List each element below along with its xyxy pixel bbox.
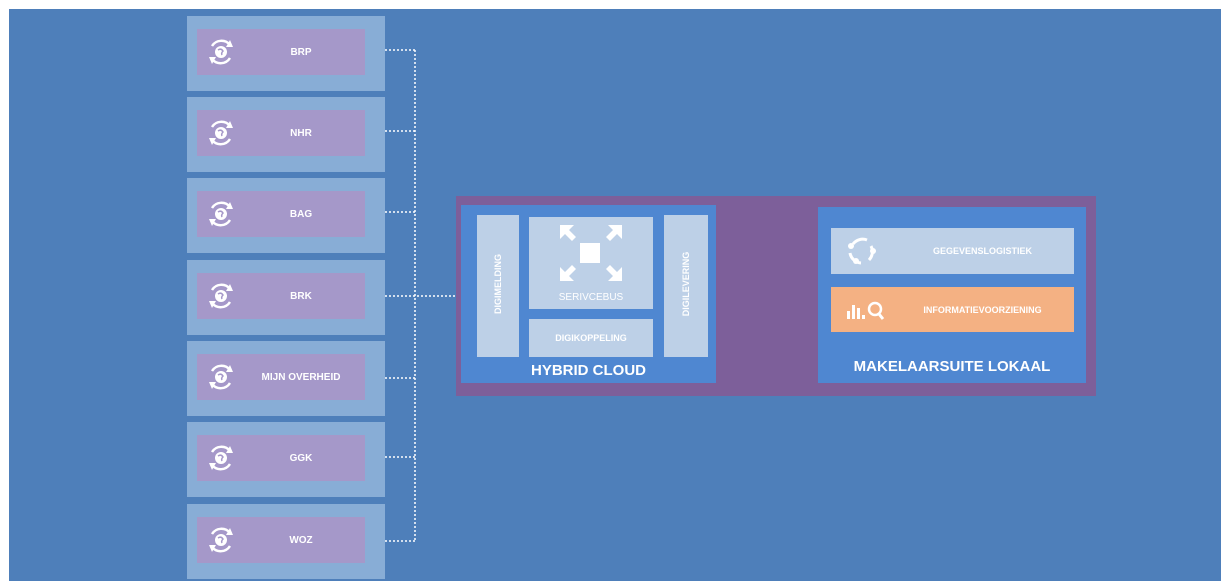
makelaarsuite-title: MAKELAARSUITE LOKAAL (853, 358, 1051, 375)
hybrid-cloud-panel: DIGIMELDING SERIVCEBUS DIGIKOPPELING DIG… (461, 205, 716, 383)
makelaarsuite-panel: GEGEVENSLOGISTIEK INFORMATIEVOORZIENING … (818, 207, 1086, 383)
registry-box-brp: BRP (187, 16, 385, 91)
registry-inner: WOZ (197, 517, 365, 563)
registry-label: MIJN OVERHEID (261, 371, 341, 383)
registry-inner: BRK (197, 273, 365, 319)
refresh-globe-icon (205, 524, 237, 556)
refresh-globe-icon (205, 117, 237, 149)
refresh-globe-icon (205, 442, 237, 474)
gegevenslogistiek-bar: GEGEVENSLOGISTIEK (831, 228, 1074, 274)
hybrid-cloud-title: HYBRID CLOUD (531, 362, 646, 379)
servicebus-label: SERIVCEBUS (558, 292, 624, 303)
registry-inner: NHR (197, 110, 365, 156)
refresh-globe-icon (205, 280, 237, 312)
registry-label: BRK (290, 290, 312, 302)
chart-search-icon (847, 301, 885, 320)
registry-box-woz: WOZ (187, 504, 385, 579)
registry-box-brk: BRK (187, 260, 385, 335)
registry-label: NHR (290, 127, 312, 139)
cycle-icon (848, 237, 876, 265)
registry-label: BRP (290, 46, 312, 58)
registry-box-bag: BAG (187, 178, 385, 253)
expand-arrows-icon (560, 225, 622, 281)
informatievoorziening-bar: INFORMATIEVOORZIENING (831, 287, 1074, 332)
servicebus-block: SERIVCEBUS (529, 217, 653, 309)
registry-box-mijn-overheid: MIJN OVERHEID (187, 341, 385, 416)
registry-box-nhr: NHR (187, 97, 385, 172)
registry-inner: BRP (197, 29, 365, 75)
digikoppeling-block: DIGIKOPPELING (529, 319, 653, 357)
informatievoorziening-label: INFORMATIEVOORZIENING (923, 305, 1042, 315)
refresh-globe-icon (205, 198, 237, 230)
digimelding-block: DIGIMELDING (477, 215, 519, 357)
refresh-globe-icon (205, 361, 237, 393)
refresh-globe-icon (205, 36, 237, 68)
gegevenslogistiek-label: GEGEVENSLOGISTIEK (932, 246, 1033, 256)
digikoppeling-label: DIGIKOPPELING (555, 333, 627, 343)
registry-box-ggk: GGK (187, 422, 385, 497)
registry-label: BAG (289, 208, 313, 220)
digilevering-label: DIGILEVERING (681, 251, 691, 317)
registry-label: GGK (289, 452, 313, 464)
digimelding-label: DIGIMELDING (493, 254, 503, 314)
registry-inner: BAG (197, 191, 365, 237)
registry-label: WOZ (289, 534, 313, 546)
registry-inner: GGK (197, 435, 365, 481)
registry-inner: MIJN OVERHEID (197, 354, 365, 400)
digilevering-block: DIGILEVERING (664, 215, 708, 357)
